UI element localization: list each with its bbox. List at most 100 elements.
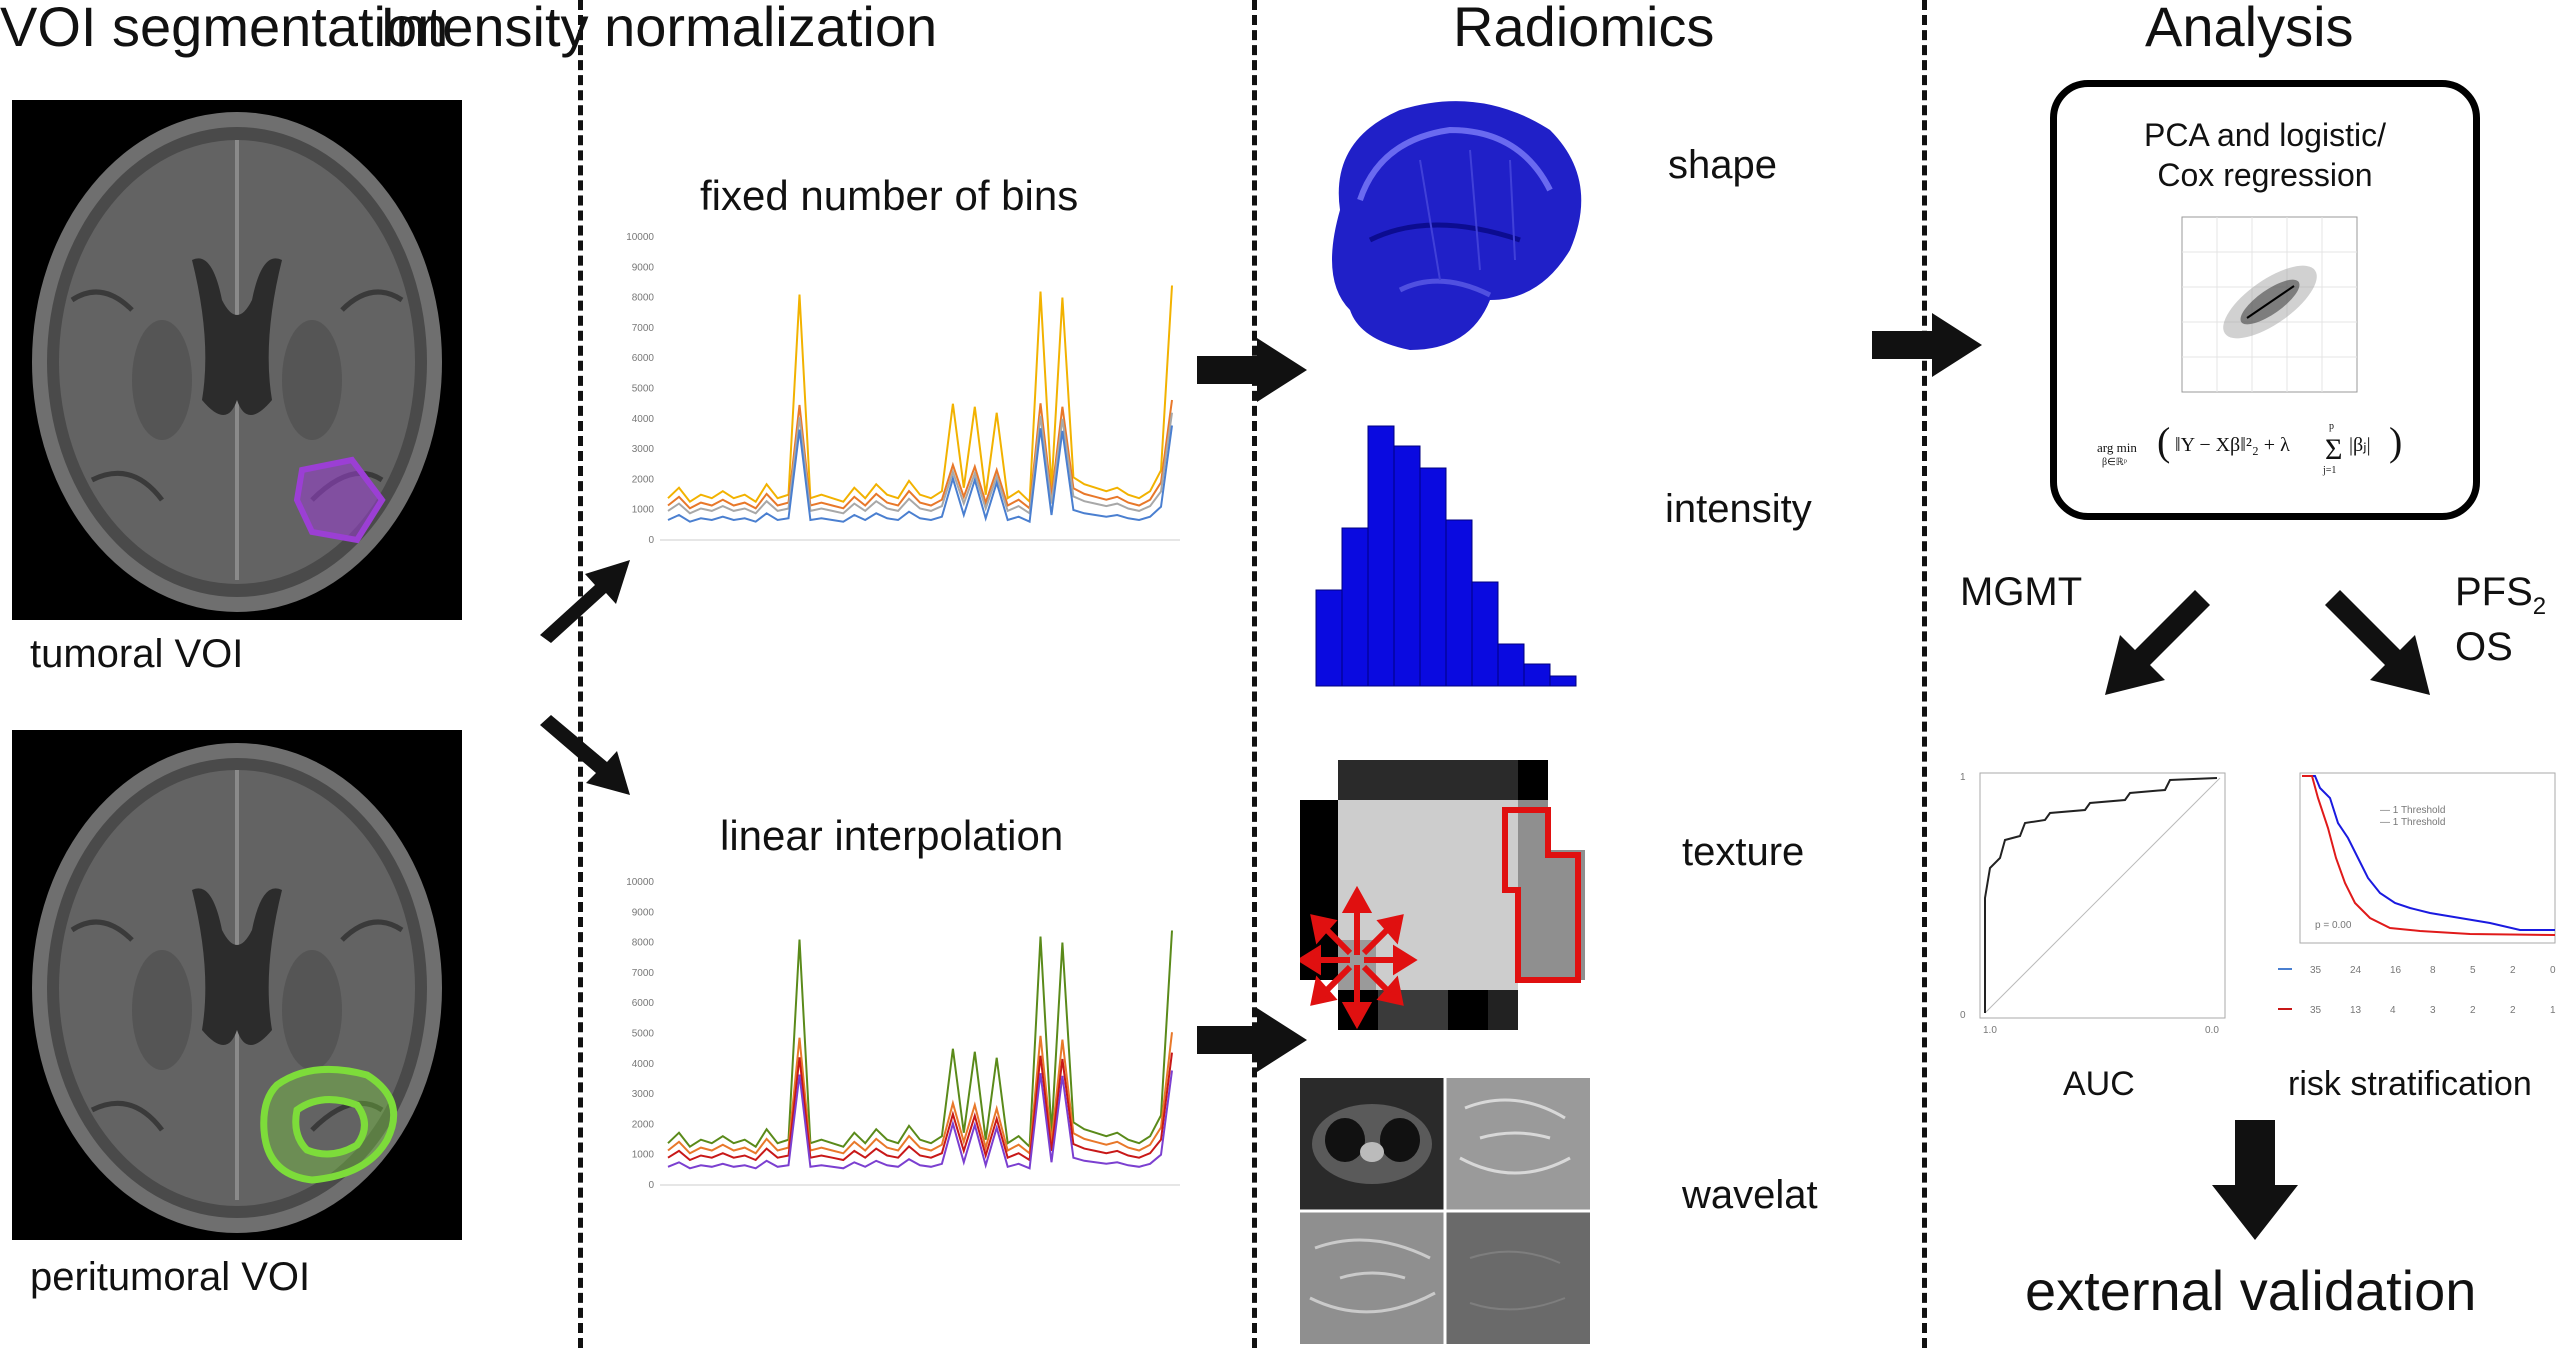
arrow-to-radiomics-top [1197, 338, 1307, 402]
arrow-to-interp [540, 715, 630, 795]
texture-matrix [1300, 760, 1585, 1030]
risk-stratification-label: risk stratification [2288, 1065, 2532, 1103]
linear-interpolation-chart: 0100020003000400050006000700080009000100… [626, 877, 1180, 1191]
y-tick-label: 9000 [632, 907, 655, 918]
arrow-to-radiomics-bottom [1197, 1008, 1307, 1072]
y-tick-label: 9000 [632, 262, 655, 273]
svg-text:‖Y − Xβ‖²₂ + λ: ‖Y − Xβ‖²₂ + λ [2175, 434, 2290, 456]
y-tick-label: 3000 [632, 444, 655, 455]
arrow-to-validation [2212, 1120, 2298, 1240]
y-tick-label: 6000 [632, 998, 655, 1009]
svg-text:|βⱼ|: |βⱼ| [2349, 434, 2371, 456]
feature-shape-label: shape [1668, 143, 1777, 187]
svg-text:0.0: 0.0 [2205, 1025, 2219, 1036]
risk-table-cell: 35 [2310, 965, 2322, 976]
risk-table-cell: 35 [2310, 1005, 2322, 1016]
y-tick-label: 3000 [632, 1089, 655, 1100]
analysis-column-title: Analysis [2145, 0, 2354, 58]
y-tick-label: 7000 [632, 968, 655, 979]
feature-texture-label: texture [1682, 830, 1805, 874]
y-tick-label: 10000 [626, 877, 654, 888]
risk-table-cell: 4 [2390, 1005, 2396, 1016]
risk-table-cell: 8 [2430, 965, 2436, 976]
regression-formula: arg min β∈ℝᵖ ( ‖Y − Xβ‖²₂ + λ Σ p j=1 |β… [2097, 419, 2402, 476]
pfs-label: PFS2 [2455, 570, 2547, 620]
series-line [667, 399, 1173, 511]
peritumor-outline [260, 1065, 398, 1184]
risk-table-cell: 24 [2350, 965, 2362, 976]
y-tick-label: 4000 [632, 414, 655, 425]
svg-text:— 1 Threshold: — 1 Threshold [2380, 805, 2445, 816]
series-line [667, 425, 1173, 524]
model-text-line1: PCA and logistic/ [2144, 117, 2386, 153]
y-tick-label: 6000 [632, 353, 655, 364]
y-tick-label: 10000 [626, 232, 654, 243]
segmentation-column-title: VOI segmentation [0, 0, 449, 58]
radiomics-column-title: Radiomics [1453, 0, 1715, 58]
y-tick-label: 8000 [632, 938, 655, 949]
divider-2 [1252, 0, 1257, 1348]
y-tick-label: 7000 [632, 323, 655, 334]
svg-text:(: ( [2157, 419, 2170, 464]
shape-3d-brain [1332, 101, 1582, 350]
divider-3 [1922, 0, 1927, 1348]
normalization-column-title: Intensity normalization [380, 0, 938, 58]
svg-text:1.0: 1.0 [1983, 1025, 1997, 1036]
risk-table-cell: 16 [2390, 965, 2402, 976]
svg-text:Σ: Σ [2325, 433, 2342, 466]
risk-table-cell: 2 [2510, 965, 2516, 976]
y-tick-label: 0 [648, 535, 654, 546]
svg-text:p: p [2329, 421, 2334, 432]
svg-text:): ) [2389, 419, 2402, 464]
tumoral-voi-label: tumoral VOI [30, 632, 244, 676]
p-value: p = 0.00 [2315, 920, 2352, 931]
y-tick-label: 8000 [632, 293, 655, 304]
y-tick-label: 2000 [632, 1119, 655, 1130]
y-tick-label: 2000 [632, 474, 655, 485]
risk-table-cell: 2 [2470, 1005, 2476, 1016]
svg-text:β∈ℝᵖ: β∈ℝᵖ [2102, 457, 2127, 468]
external-validation-label: external validation [2025, 1259, 2477, 1322]
intensity-histogram [1315, 425, 1577, 687]
mri-tumoral-image [12, 100, 462, 620]
fixed-bins-chart: 0 1000 2000 3000 4000 5000 6000 7000 8000 9000 100… [626, 232, 1180, 546]
analysis-model-box: PCA and logistic/ Cox regression arg min… [2050, 80, 2480, 520]
mri-peritumoral-image [12, 730, 462, 1240]
feature-wavelet-label: wavelat [1682, 1173, 1818, 1217]
risk-table-cell: 1 [2550, 1005, 2556, 1016]
series-line [667, 285, 1173, 504]
linear-interpolation-title: linear interpolation [720, 812, 1064, 859]
risk-table-cell: 2 [2510, 1005, 2516, 1016]
mgmt-label: MGMT [1960, 570, 2083, 614]
roc-curve: 1 0 1.0 0.0 [1960, 772, 2226, 1036]
risk-table-cell: 3 [2430, 1005, 2436, 1016]
y-tick-label: 1000 [632, 505, 655, 516]
series-line [667, 412, 1173, 516]
model-text-line2: Cox regression [2157, 157, 2373, 193]
y-tick-label: 4000 [632, 1059, 655, 1070]
pca-scatter-plot [2181, 216, 2358, 393]
series-line [667, 1052, 1173, 1162]
svg-text:j=1: j=1 [2322, 465, 2336, 476]
arrow-to-auc [2105, 590, 2210, 695]
series-line [667, 930, 1173, 1149]
risk-table-cell: 13 [2350, 1005, 2362, 1016]
svg-text:arg min: arg min [2097, 440, 2137, 455]
divider-1 [578, 0, 583, 1348]
y-tick-label: 5000 [632, 384, 655, 395]
tumor-outline [293, 456, 386, 544]
arrow-to-risk [2325, 590, 2430, 695]
feature-intensity-label: intensity [1665, 487, 1812, 531]
risk-table-cell: 5 [2470, 965, 2476, 976]
auc-label: AUC [2063, 1065, 2135, 1103]
svg-text:1: 1 [1960, 772, 1966, 783]
y-tick-label: 0 [648, 1180, 654, 1191]
series-line [667, 1032, 1173, 1156]
svg-text:— 1 Threshold: — 1 Threshold [2380, 817, 2445, 828]
arrow-to-analysis [1872, 313, 1982, 377]
y-tick-label: 5000 [632, 1029, 655, 1040]
series-line [667, 1070, 1173, 1170]
svg-text:0: 0 [1960, 1010, 1966, 1021]
arrow-to-bins [540, 560, 630, 643]
